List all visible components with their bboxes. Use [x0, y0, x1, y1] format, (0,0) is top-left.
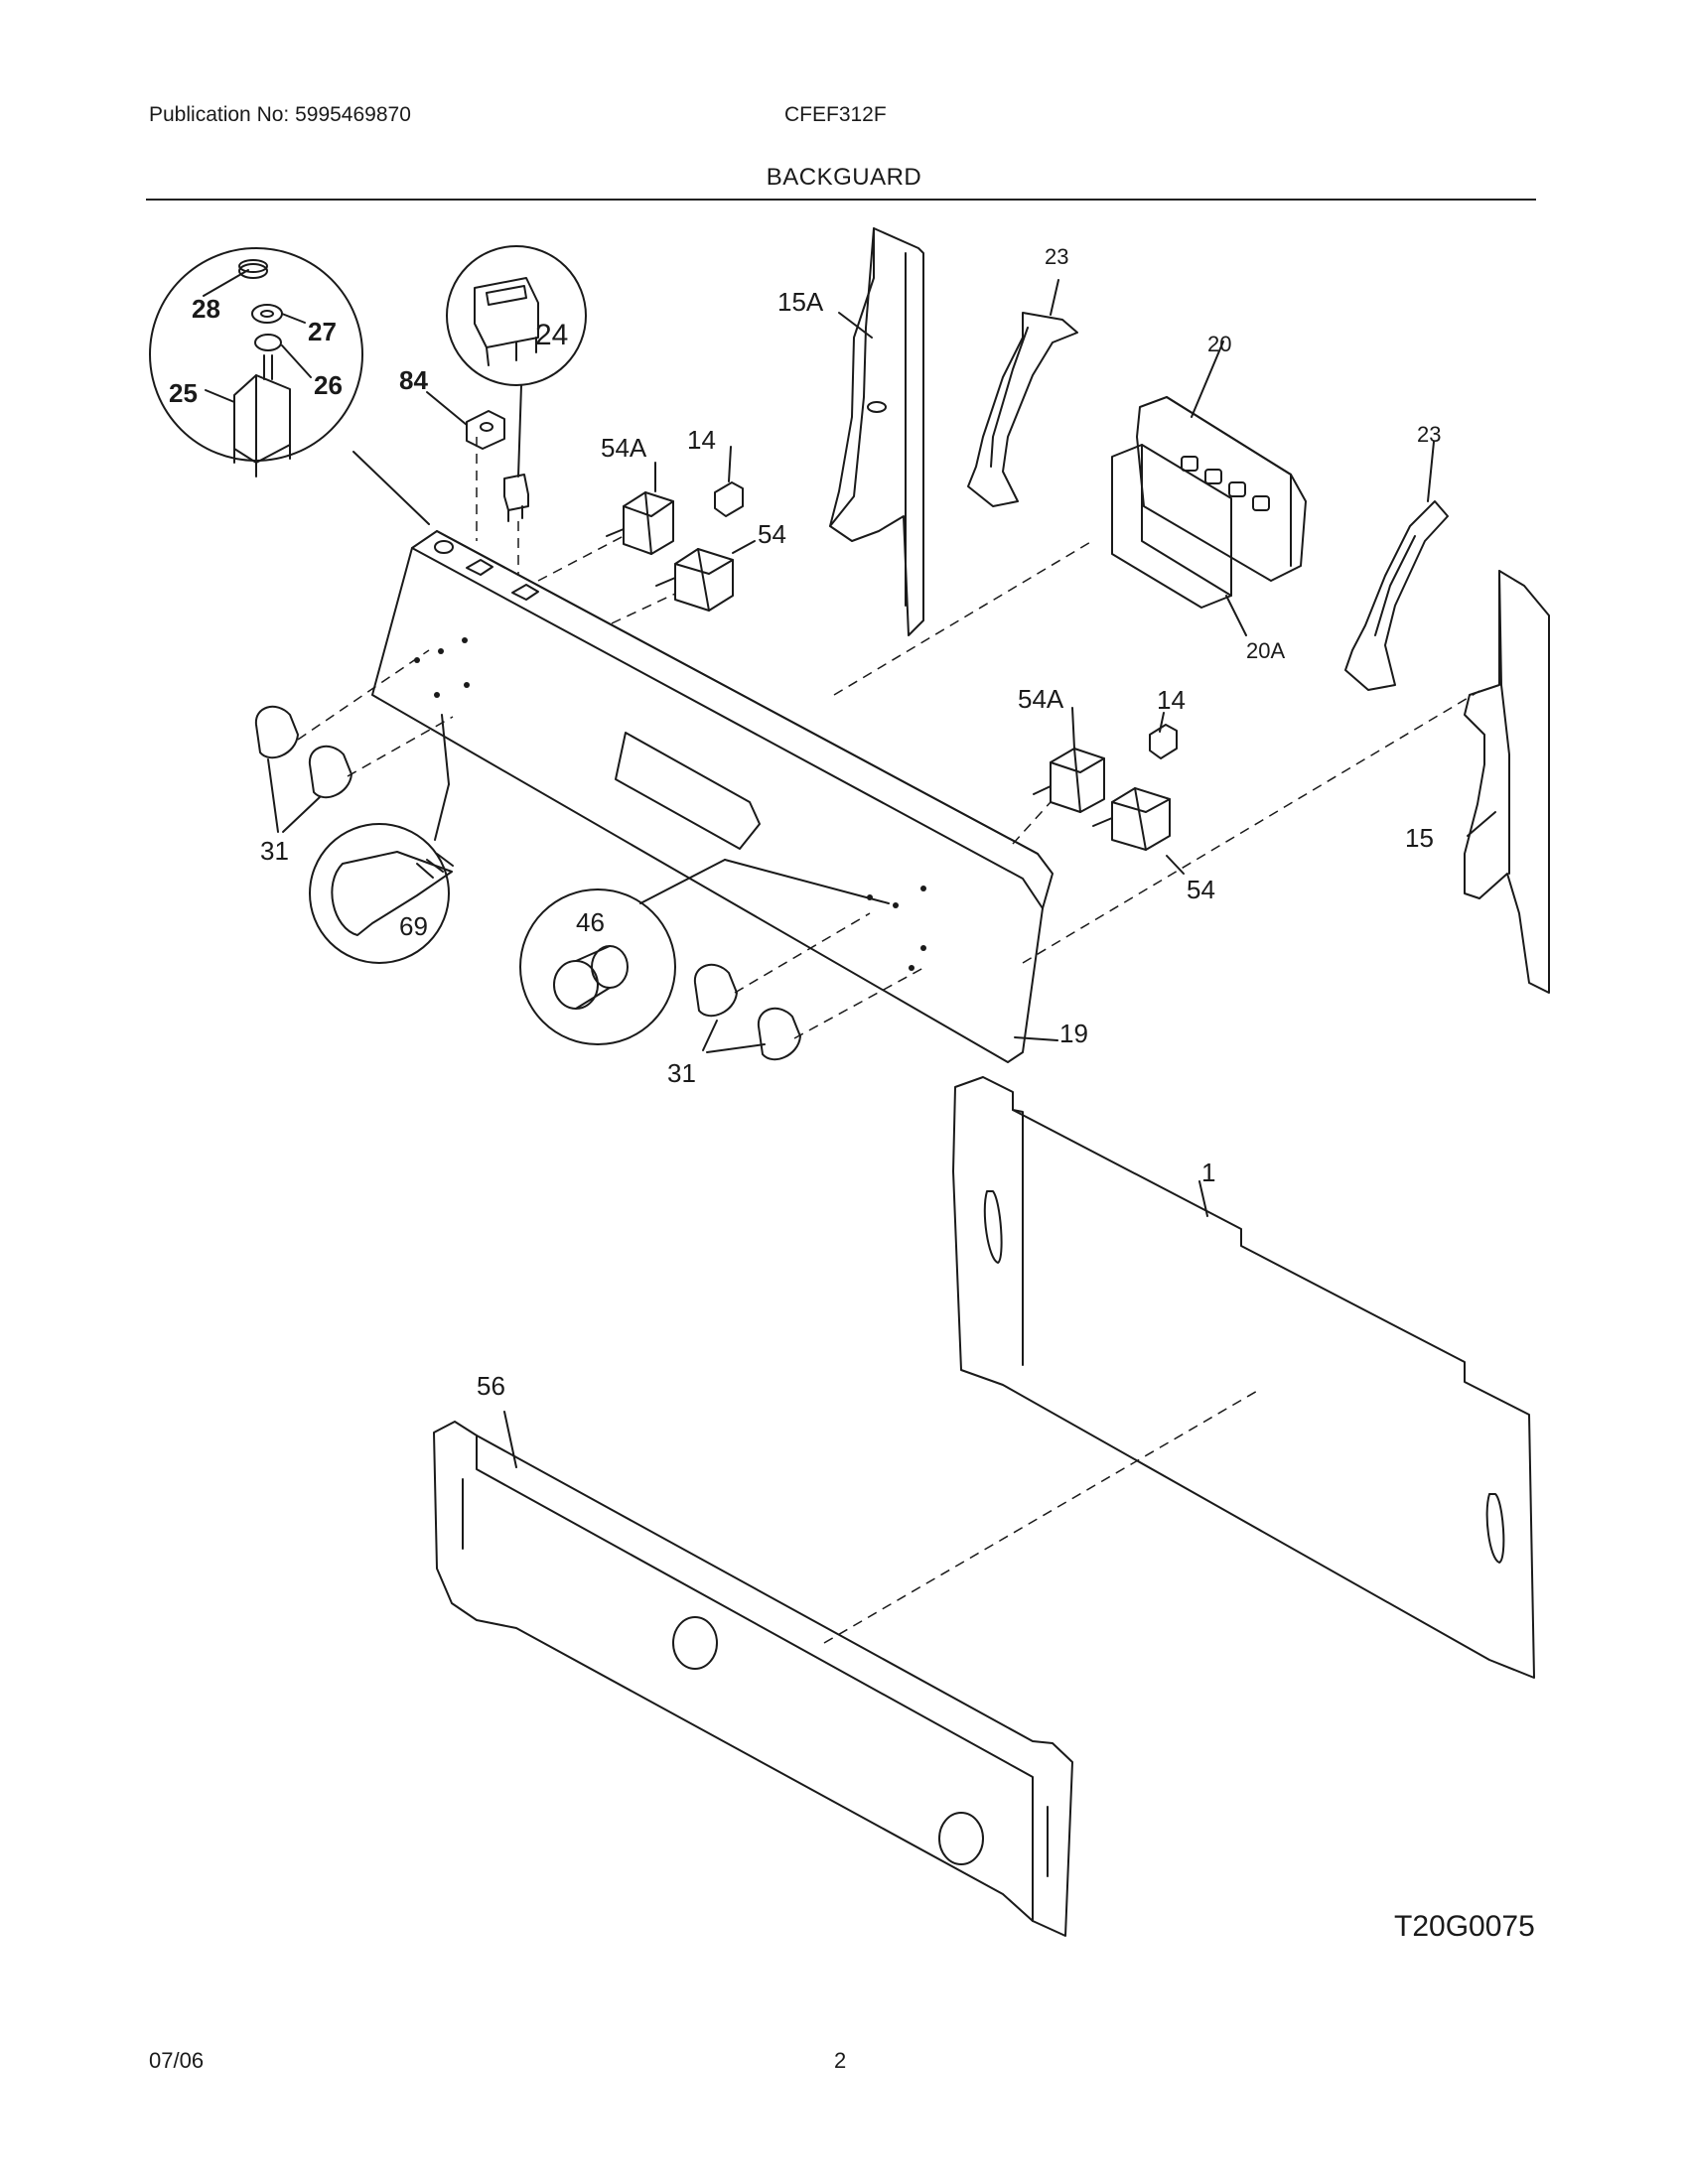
drawing-number: T20G0075 [1394, 1910, 1535, 1943]
part-23-right-strap [1344, 441, 1449, 691]
part-15-bracket [1464, 570, 1550, 994]
header-rule [146, 199, 1536, 201]
callout-31-left: 31 [260, 836, 289, 866]
part-20-control-board [1136, 341, 1307, 582]
callout-26: 26 [314, 370, 343, 400]
callout-28: 28 [192, 294, 220, 324]
callout-56: 56 [477, 1371, 505, 1401]
detail-circle-69 [309, 714, 454, 964]
callout-31-right: 31 [667, 1058, 696, 1088]
section-title: BACKGUARD [766, 164, 922, 191]
callout-23-upper: 23 [1045, 244, 1068, 269]
part-15A-bracket [829, 227, 924, 636]
part-20A-overlay [1111, 444, 1247, 636]
callout-14-upper: 14 [687, 425, 716, 455]
callout-24: 24 [535, 319, 568, 351]
callout-20: 20 [1207, 332, 1231, 356]
footer-date: 07/06 [149, 2048, 205, 2073]
callout-27: 27 [308, 317, 337, 346]
part-56-lower-rear-panel [433, 1411, 1073, 1937]
callout-25: 25 [169, 378, 198, 408]
assembly-guide-lines [297, 437, 1480, 1644]
callout-14-lower: 14 [1157, 685, 1186, 715]
callout-69: 69 [399, 911, 428, 941]
callout-54-upper: 54 [758, 519, 786, 549]
callout-54A-upper: 54A [601, 433, 647, 463]
part-19-backguard-panel [371, 530, 1058, 1063]
callout-labels: 28 27 26 25 24 84 54A 14 54 15A 23 20 23… [169, 244, 1441, 1401]
part-31-knobs-right [693, 963, 801, 1061]
detail-circle-46 [519, 859, 890, 1045]
footer-page-number: 2 [834, 2048, 847, 2073]
callout-54A-lower: 54A [1018, 684, 1064, 714]
detail-circle-24 [446, 245, 587, 522]
parts-54A-54-14-lower [1033, 707, 1185, 875]
part-1-rear-panel [952, 1076, 1535, 1679]
callout-54-lower: 54 [1187, 875, 1215, 904]
callout-46: 46 [576, 907, 605, 937]
part-31-knobs-left [254, 705, 352, 833]
callout-20A: 20A [1246, 638, 1285, 663]
detail-circle-25-28 [149, 247, 430, 525]
part-23-upper-strap [967, 279, 1078, 507]
model-number: CFEF312F [784, 103, 887, 126]
callout-84: 84 [399, 365, 428, 395]
callout-1: 1 [1201, 1158, 1215, 1187]
callout-19: 19 [1059, 1019, 1088, 1048]
callout-23-right: 23 [1417, 422, 1441, 447]
publication-number: Publication No: 5995469870 [149, 103, 411, 126]
part-84-switch [426, 391, 505, 450]
callout-15A: 15A [777, 287, 824, 317]
callout-15: 15 [1405, 823, 1434, 853]
panel-hardware-dots [414, 637, 926, 971]
parts-54A-54-14-upper [606, 446, 756, 612]
